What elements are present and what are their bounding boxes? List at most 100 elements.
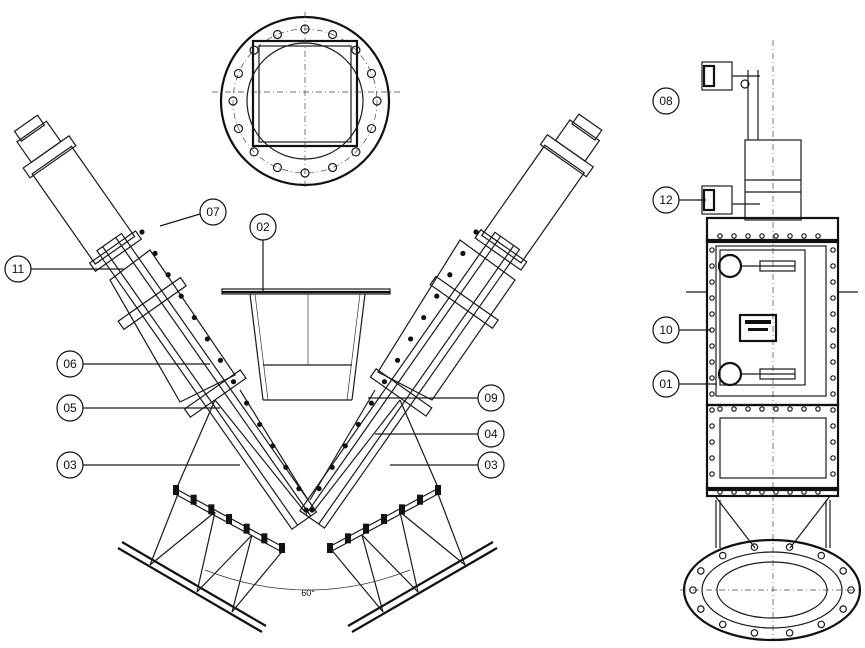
rod-bolt xyxy=(447,272,453,278)
flange-bolt-hole xyxy=(718,620,727,629)
rod-bolt xyxy=(316,486,322,492)
rod-bolt xyxy=(230,379,237,385)
side-bolt xyxy=(830,279,836,285)
rod-bolt xyxy=(408,336,414,342)
side-bolt xyxy=(731,233,737,239)
bolt-hole xyxy=(351,147,361,157)
side-bolt xyxy=(731,489,737,495)
side-bolt xyxy=(787,489,793,495)
flange-bolt xyxy=(173,485,179,495)
bolt-hole xyxy=(228,96,238,106)
callout-10-label: 10 xyxy=(659,323,673,337)
callout-11: 11 xyxy=(4,255,32,283)
callout-11-label: 11 xyxy=(12,262,25,276)
callout-08: 08 xyxy=(652,87,680,115)
flange-bolt-hole xyxy=(817,620,826,629)
side-bolt xyxy=(709,247,715,253)
side-bolt xyxy=(709,455,715,461)
flange-bolt-hole xyxy=(697,605,705,613)
rod-bolt xyxy=(434,293,440,299)
side-bolt xyxy=(773,489,779,495)
side-bolt xyxy=(745,233,751,239)
bolt-hole xyxy=(372,96,382,106)
side-bolt xyxy=(815,233,821,239)
callout-03-right: 03 xyxy=(477,451,505,479)
side-bolt xyxy=(717,233,723,239)
side-bolt xyxy=(830,439,836,445)
flange-bolt-hole xyxy=(697,567,705,575)
rod-bolt xyxy=(283,464,289,470)
side-bolt xyxy=(830,471,836,477)
flange-bolt xyxy=(399,504,405,515)
rod-bolt xyxy=(178,293,184,299)
callout-08-label: 08 xyxy=(659,94,673,108)
flange-bolt xyxy=(417,494,423,505)
side-bolt xyxy=(801,489,807,495)
callout-10: 10 xyxy=(652,316,680,344)
leader-lines xyxy=(31,199,717,466)
side-bolt xyxy=(709,375,715,381)
side-bolt xyxy=(801,233,807,239)
rod-bolt xyxy=(309,507,315,513)
side-bolt xyxy=(830,455,836,461)
bolt-hole xyxy=(327,162,338,173)
callout-12-label: 12 xyxy=(659,193,673,207)
rod-bolt xyxy=(217,357,224,363)
side-bolt xyxy=(830,327,836,333)
side-bolt xyxy=(815,406,821,412)
side-bolt xyxy=(830,247,836,253)
top-flange-view xyxy=(212,12,400,190)
side-bolt xyxy=(787,406,793,412)
callout-03-left-label: 03 xyxy=(63,458,77,472)
rod-bolt xyxy=(191,314,197,321)
callout-04-label: 04 xyxy=(484,427,498,441)
side-bolt xyxy=(759,489,765,495)
angle-label: 60° xyxy=(301,588,315,598)
side-bolt xyxy=(759,406,765,412)
side-bolt xyxy=(709,471,715,477)
rod-bolt xyxy=(355,421,361,428)
side-bolt xyxy=(773,406,779,412)
callout-06: 06 xyxy=(56,350,84,378)
callout-02-label: 02 xyxy=(256,220,270,234)
flange-bolt xyxy=(381,514,387,524)
side-bolt xyxy=(709,439,715,445)
callout-07: 07 xyxy=(199,198,227,226)
rod-bolt xyxy=(473,229,479,235)
side-bolt xyxy=(709,279,715,285)
rod-bolt xyxy=(204,336,210,342)
side-bolt xyxy=(709,311,715,317)
flange-bolt-hole xyxy=(750,543,759,551)
callout-01-label: 01 xyxy=(659,377,673,391)
flange-bolt-hole xyxy=(839,605,847,613)
flange-bolt-hole xyxy=(718,551,727,560)
flange-bolt xyxy=(279,543,285,553)
bolt-hole xyxy=(351,45,361,55)
flange-bolt xyxy=(435,485,441,495)
callout-03-left: 03 xyxy=(56,451,84,479)
flange-bolt xyxy=(327,543,333,553)
flange-bolt xyxy=(190,494,197,505)
side-bolt xyxy=(759,233,765,239)
side-bolt xyxy=(709,359,715,365)
side-bolt xyxy=(830,295,836,301)
side-bolt xyxy=(801,406,807,412)
rod-bolt xyxy=(257,421,263,428)
side-bolt xyxy=(717,406,723,412)
side-bolt xyxy=(731,406,737,412)
side-bolt xyxy=(830,359,836,365)
side-bolt xyxy=(709,407,715,413)
flange-bolt-hole xyxy=(785,629,794,637)
callout-07-label: 07 xyxy=(206,205,220,219)
side-bolt xyxy=(709,263,715,269)
flange-bolt-hole xyxy=(847,586,855,594)
callout-01: 01 xyxy=(652,370,680,398)
flange-bolt-hole xyxy=(689,586,697,594)
side-bolt xyxy=(830,375,836,381)
flange-bolt xyxy=(226,514,232,524)
rod-bolt xyxy=(303,507,309,513)
callout-09: 09 xyxy=(477,384,505,412)
side-bolt xyxy=(709,343,715,349)
bolt-hole xyxy=(233,68,244,79)
flange-bolt xyxy=(261,533,268,544)
